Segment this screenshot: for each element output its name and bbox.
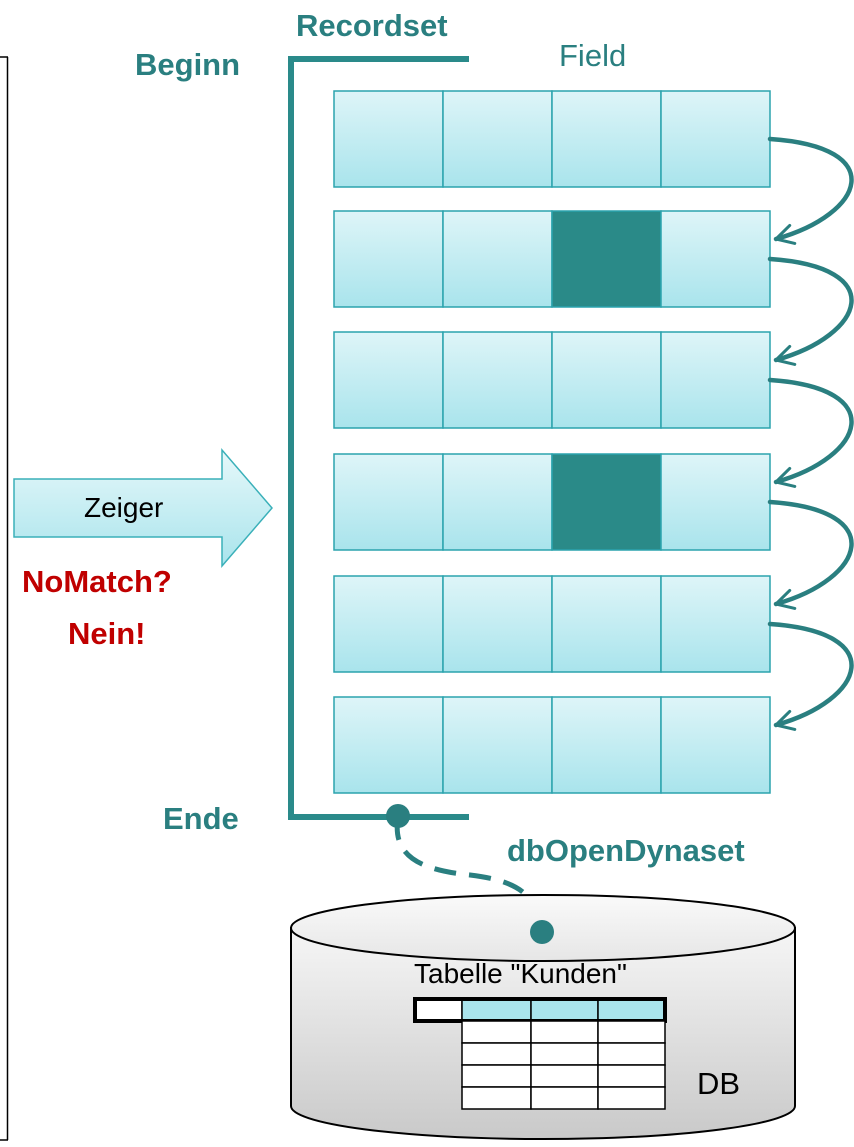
move-next-arrow-icon: [767, 621, 854, 731]
table-header-cell: [461, 998, 532, 1022]
table-cell: [597, 1020, 666, 1044]
pointer-arrow-icon: [13, 447, 273, 569]
field-cell: [551, 331, 662, 429]
recordset-label: Recordset: [296, 8, 448, 43]
table-cell: [530, 1064, 599, 1088]
field-cell: [660, 90, 771, 188]
nomatch-answer: Nein!: [68, 616, 146, 651]
connector-dot-bottom: [530, 920, 554, 944]
table-cell: [461, 1042, 532, 1066]
db-label: DB: [697, 1066, 740, 1101]
field-cell: [660, 696, 771, 794]
table-cell: [597, 1064, 666, 1088]
table-name-label: Tabelle "Kunden": [414, 958, 627, 989]
table-cell: [530, 1020, 599, 1044]
table-cell: [461, 1020, 532, 1044]
dynaset-label: dbOpenDynaset: [507, 833, 745, 868]
field-cell: [333, 90, 444, 188]
table-header-cell: [530, 998, 599, 1022]
field-cell: [333, 453, 444, 551]
record-row: [333, 331, 771, 429]
table-cell: [530, 1042, 599, 1066]
record-row: [333, 210, 771, 308]
field-cell: [442, 453, 553, 551]
move-next-arrow-icon: [767, 499, 854, 610]
table-header-cell: [414, 998, 463, 1022]
record-row: [333, 575, 771, 673]
field-cell: [442, 331, 553, 429]
pointer-label: Zeiger: [84, 492, 163, 523]
record-row: [333, 696, 771, 794]
field-cell: [333, 696, 444, 794]
record-row: [333, 453, 771, 551]
nomatch-label: NoMatch?: [22, 564, 172, 599]
move-next-arrow-icon: [767, 377, 854, 488]
field-cell: [442, 696, 553, 794]
table-cell: [461, 1086, 532, 1110]
matched-field-cell: [551, 210, 662, 308]
table-cell: [597, 1086, 666, 1110]
field-cell: [442, 210, 553, 308]
field-cell: [551, 90, 662, 188]
move-next-arrow-icon: [767, 256, 854, 366]
move-next-arrows: [767, 136, 854, 731]
field-cell: [333, 575, 444, 673]
table-cell: [597, 1042, 666, 1066]
field-cell: [442, 90, 553, 188]
recordset-bracket: [288, 56, 469, 820]
connector-dot-top: [386, 804, 410, 828]
move-next-arrow-icon: [767, 136, 854, 245]
record-grid: [333, 90, 771, 794]
matched-field-cell: [551, 453, 662, 551]
field-cell: [660, 575, 771, 673]
field-cell: [551, 575, 662, 673]
record-row: [333, 90, 771, 188]
field-cell: [660, 331, 771, 429]
end-label: Ende: [163, 801, 239, 836]
table-cell: [461, 1064, 532, 1088]
field-cell: [442, 575, 553, 673]
field-label: Field: [559, 38, 626, 73]
begin-label: Beginn: [135, 47, 240, 82]
field-cell: [333, 331, 444, 429]
table-cell: [530, 1086, 599, 1110]
customer-table-icon: [413, 997, 667, 1110]
field-cell: [660, 210, 771, 308]
field-cell: [660, 453, 771, 551]
field-cell: [551, 696, 662, 794]
table-header-cell: [597, 998, 666, 1022]
field-cell: [333, 210, 444, 308]
